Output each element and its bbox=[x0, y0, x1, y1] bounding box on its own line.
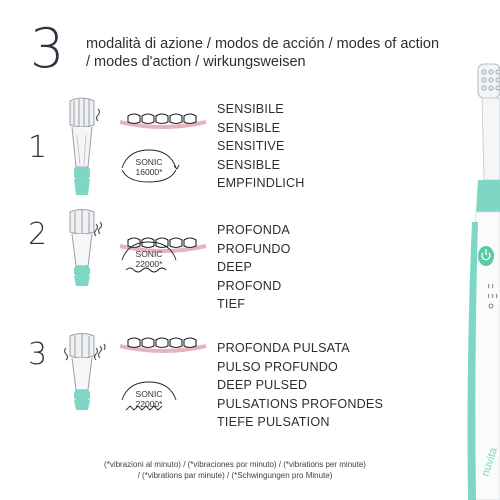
mode-label: TIEFE PULSATION bbox=[217, 415, 330, 430]
mode-label: PROFONDA bbox=[217, 223, 290, 237]
vibration-lines-icon bbox=[93, 221, 103, 237]
toothbrush-head-icon bbox=[62, 95, 106, 210]
header-line-1: modalità di azione / modos de acción / m… bbox=[86, 36, 440, 52]
sonic-label: SONIC bbox=[135, 249, 163, 259]
mode-label: SENSITIVE bbox=[217, 139, 285, 154]
vibration-lines-icon bbox=[93, 343, 106, 361]
mode-3-number: 3 bbox=[28, 337, 48, 372]
teeth-icon bbox=[118, 236, 208, 265]
sonic-label: SONIC bbox=[135, 157, 163, 167]
vibration-lines-icon bbox=[95, 108, 101, 122]
sonic-value: 22000* bbox=[135, 259, 163, 269]
sonic-arc-icon: SONIC 16000* bbox=[118, 148, 180, 184]
toothbrush-head-icon bbox=[62, 332, 106, 417]
mode-3-labels: PROFONDA PULSATA PULSO PROFUNDO DEEP PUL… bbox=[217, 339, 383, 432]
mode-label: SENSIBLE bbox=[217, 120, 281, 135]
toothbrush-product-image: nuvita bbox=[458, 62, 500, 500]
sonic-value: 16000* bbox=[135, 167, 163, 177]
mode-label: PULSATIONS PROFONDES bbox=[217, 396, 384, 411]
sonic-value: 22000* bbox=[135, 399, 163, 409]
mode-label: DEEP bbox=[217, 260, 253, 275]
footnote-line-2: / (*vibrations par minute) / (*Schwingun… bbox=[137, 471, 333, 480]
power-icon bbox=[478, 246, 494, 266]
teeth-icon bbox=[118, 112, 208, 141]
mode-1-labels: SENSIBILE SENSIBLE SENSITIVE SENSIBLE EM… bbox=[217, 100, 305, 193]
mode-label: SENSIBLE bbox=[217, 157, 281, 172]
header-line-2: / modes d'action / wirkungsweisen bbox=[86, 54, 306, 70]
sonic-arc-icon: SONIC 22000* bbox=[118, 380, 180, 416]
sonic-arc-icon: SONIC 22000* bbox=[118, 240, 180, 276]
mode-label: PROFOND bbox=[217, 278, 282, 293]
mode-2-number: 2 bbox=[28, 217, 48, 252]
mode-label: EMPFINDLICH bbox=[217, 176, 305, 191]
mode-label: DEEP PULSED bbox=[217, 378, 308, 393]
mode-label: TIEF bbox=[217, 297, 246, 312]
mode-label: SENSIBILE bbox=[217, 102, 284, 116]
teeth-icon bbox=[118, 336, 208, 365]
mode-label: PROFONDA PULSATA bbox=[217, 341, 350, 355]
toothbrush-head-icon bbox=[62, 208, 106, 293]
footnote-line-1: (*vibrazioni al minuto) / (*vibraciones … bbox=[104, 460, 366, 469]
mode-label: PROFUNDO bbox=[217, 241, 291, 256]
mode-label: PULSO PROFUNDO bbox=[217, 359, 339, 374]
header-big-number: 3 bbox=[30, 17, 65, 80]
mode-1-number: 1 bbox=[28, 130, 48, 165]
mode-2-labels: PROFONDA PROFUNDO DEEP PROFOND TIEF bbox=[217, 221, 291, 314]
sonic-label: SONIC bbox=[135, 389, 163, 399]
